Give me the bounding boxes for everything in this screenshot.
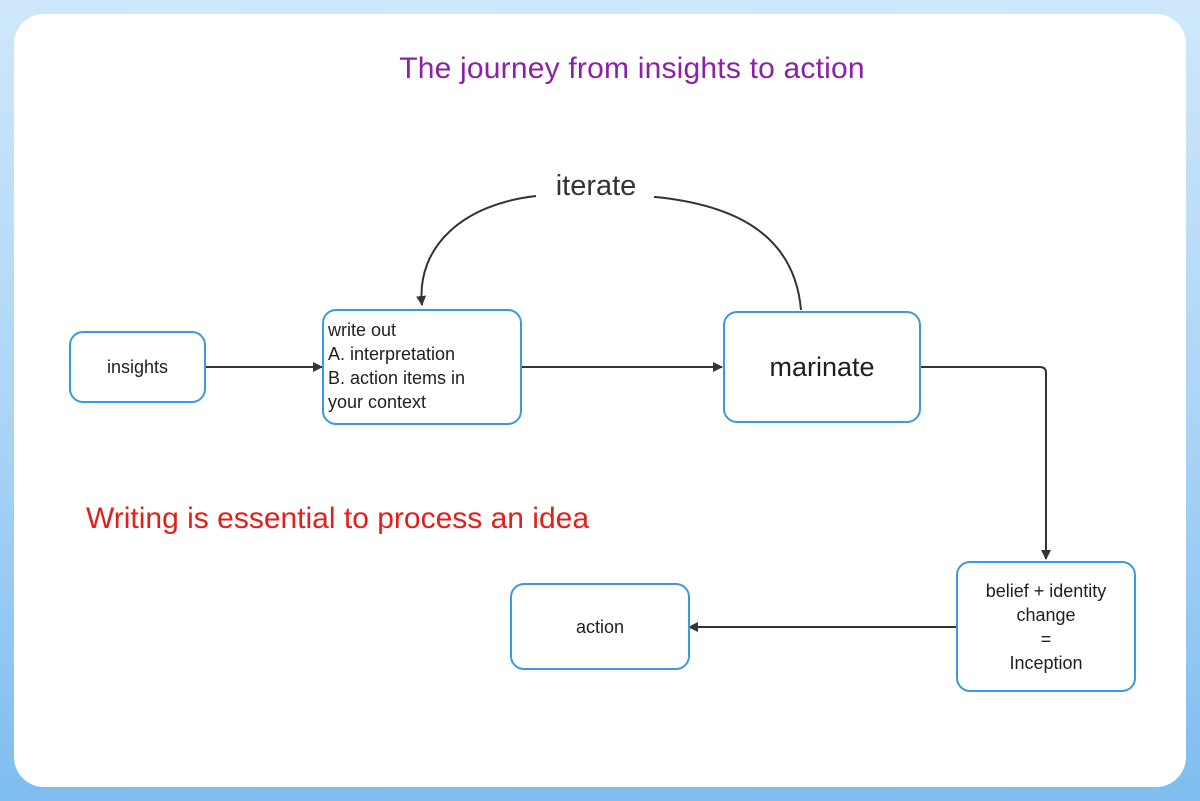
write-out-line-2: A. interpretation [328, 344, 456, 364]
diagram-note: Writing is essential to process an idea [86, 502, 590, 535]
node-write-out: write out A. interpretation B. action it… [322, 309, 522, 425]
belief-line-1: belief + identity [985, 580, 1107, 601]
belief-line-2: change [1016, 604, 1076, 625]
node-belief-change-text: belief + identity change = Inception [986, 579, 1107, 675]
node-action-label: action [575, 616, 625, 637]
node-write-out-text: write out A. interpretation B. action it… [328, 318, 465, 414]
node-insights-label: insights [106, 357, 169, 377]
edge-iterate-loop [421, 195, 802, 310]
write-out-line-4: your context [328, 392, 427, 412]
node-marinate-label: marinate [769, 352, 875, 382]
write-out-line-1: write out [328, 320, 397, 340]
diagram-title: The journey from insights to action [399, 52, 865, 85]
belief-line-3: = [1040, 628, 1052, 649]
node-insights: insights [69, 331, 206, 403]
node-action: action [510, 583, 690, 670]
belief-line-4: Inception [1009, 652, 1083, 673]
node-belief-change: belief + identity change = Inception [956, 561, 1136, 692]
diagram-canvas: The journey from insights to action iter… [14, 14, 1186, 787]
write-out-line-3: B. action items in [328, 368, 466, 388]
iterate-label: iterate [538, 170, 654, 203]
connector-layer [205, 195, 1051, 632]
node-marinate: marinate [723, 311, 921, 423]
edge-marinate-to-belief [920, 366, 1051, 560]
